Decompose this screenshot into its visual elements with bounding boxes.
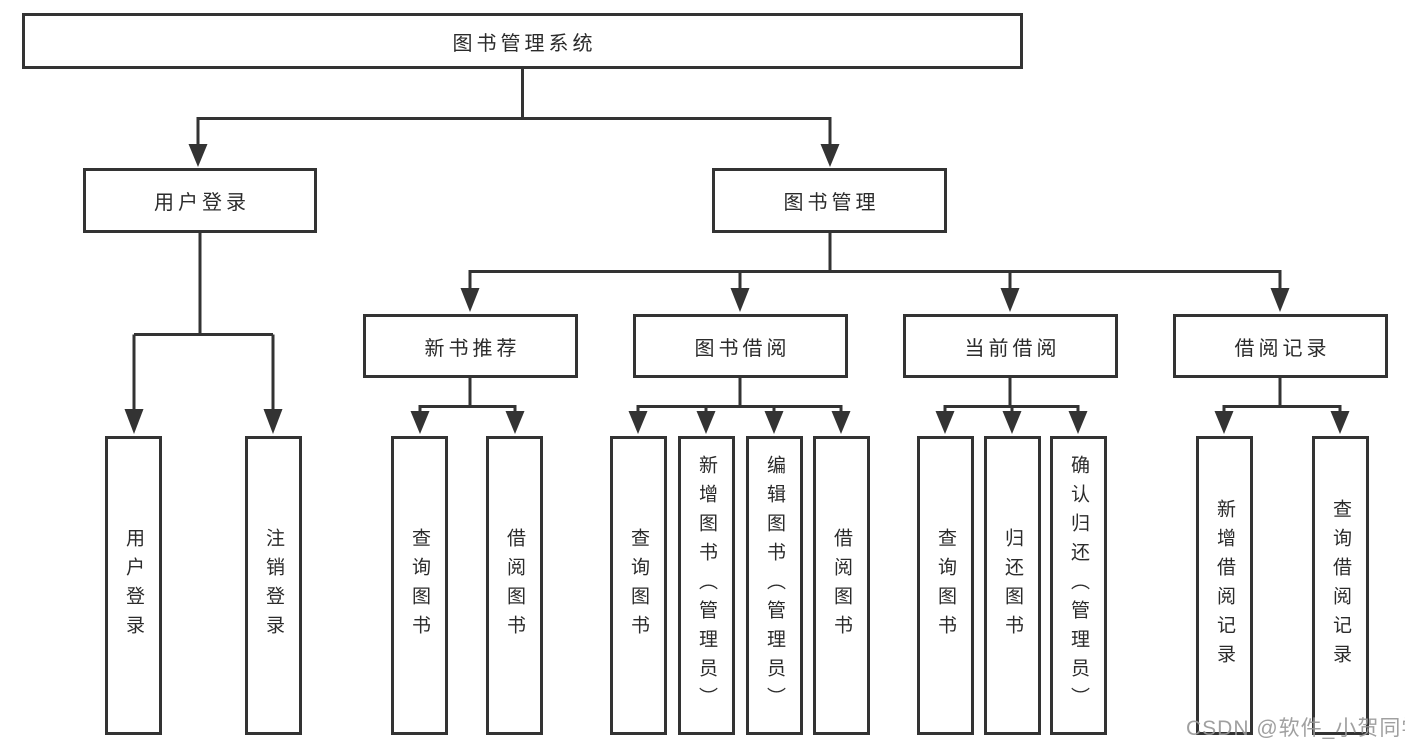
node-root-system-label: 图书管理系统 bbox=[452, 32, 597, 55]
leaf-current-return-books: 归还图书 bbox=[984, 436, 1041, 735]
csdn-watermark: CSDN @软件_小贺同学 bbox=[1186, 717, 1405, 740]
node-module-borrow-records-label: 借阅记录 bbox=[1234, 337, 1331, 360]
leaf-records-add-record-label: 新增借阅记录 bbox=[1214, 498, 1235, 673]
node-user-login: 用户登录 bbox=[83, 168, 317, 233]
node-module-new-book-label: 新书推荐 bbox=[424, 337, 521, 360]
leaf-borrow-borrow-books-label: 借阅图书 bbox=[831, 527, 852, 644]
node-root-system: 图书管理系统 bbox=[22, 13, 1023, 69]
leaf-current-query-books: 查询图书 bbox=[917, 436, 974, 735]
leaf-user-login-label: 用户登录 bbox=[123, 527, 144, 644]
node-module-current-borrow: 当前借阅 bbox=[903, 314, 1118, 378]
connector-module-borrow-records bbox=[1214, 378, 1350, 434]
leaf-current-confirm-return-admin-label: 确认归还（管理员） bbox=[1068, 455, 1089, 716]
leaf-newbook-query-books: 查询图书 bbox=[391, 436, 448, 735]
node-module-book-borrow: 图书借阅 bbox=[633, 314, 848, 378]
node-book-management-label: 图书管理 bbox=[783, 192, 880, 214]
leaf-records-query-record-label: 查询借阅记录 bbox=[1330, 498, 1351, 673]
connector-module-current-borrow bbox=[935, 378, 1088, 434]
leaf-logout-label: 注销登录 bbox=[263, 527, 284, 644]
leaf-borrow-query-books-label: 查询图书 bbox=[628, 527, 649, 644]
leaf-borrow-add-books-admin-label: 新增图书（管理员） bbox=[696, 455, 717, 716]
node-module-book-borrow-label: 图书借阅 bbox=[694, 337, 791, 360]
leaf-newbook-borrow-books-label: 借阅图书 bbox=[504, 527, 525, 644]
leaf-records-add-record: 新增借阅记录 bbox=[1196, 436, 1253, 735]
leaf-current-confirm-return-admin: 确认归还（管理员） bbox=[1050, 436, 1107, 735]
leaf-logout: 注销登录 bbox=[245, 436, 302, 735]
leaf-borrow-borrow-books: 借阅图书 bbox=[813, 436, 870, 735]
connector-module-new-book bbox=[410, 378, 525, 434]
node-module-new-book: 新书推荐 bbox=[363, 314, 578, 378]
leaf-borrow-add-books-admin: 新增图书（管理员） bbox=[678, 436, 735, 735]
leaf-user-login: 用户登录 bbox=[105, 436, 162, 735]
node-module-borrow-records: 借阅记录 bbox=[1173, 314, 1388, 378]
leaf-borrow-edit-books-admin: 编辑图书（管理员） bbox=[746, 436, 803, 735]
leaf-borrow-edit-books-admin-label: 编辑图书（管理员） bbox=[764, 455, 785, 716]
leaf-borrow-query-books: 查询图书 bbox=[610, 436, 667, 735]
node-book-management: 图书管理 bbox=[712, 168, 947, 233]
connector-module-book-borrow bbox=[628, 378, 851, 434]
leaf-newbook-query-books-label: 查询图书 bbox=[409, 527, 430, 644]
connector-root-to-level2 bbox=[188, 69, 840, 167]
leaf-current-return-books-label: 归还图书 bbox=[1002, 527, 1023, 644]
node-user-login-label: 用户登录 bbox=[154, 192, 250, 214]
leaf-current-query-books-label: 查询图书 bbox=[935, 527, 956, 644]
leaf-newbook-borrow-books: 借阅图书 bbox=[486, 436, 543, 735]
node-module-current-borrow-label: 当前借阅 bbox=[964, 337, 1061, 360]
connector-user-login-children bbox=[124, 233, 283, 434]
connector-book-management-modules bbox=[460, 233, 1290, 312]
leaf-records-query-record: 查询借阅记录 bbox=[1312, 436, 1369, 735]
